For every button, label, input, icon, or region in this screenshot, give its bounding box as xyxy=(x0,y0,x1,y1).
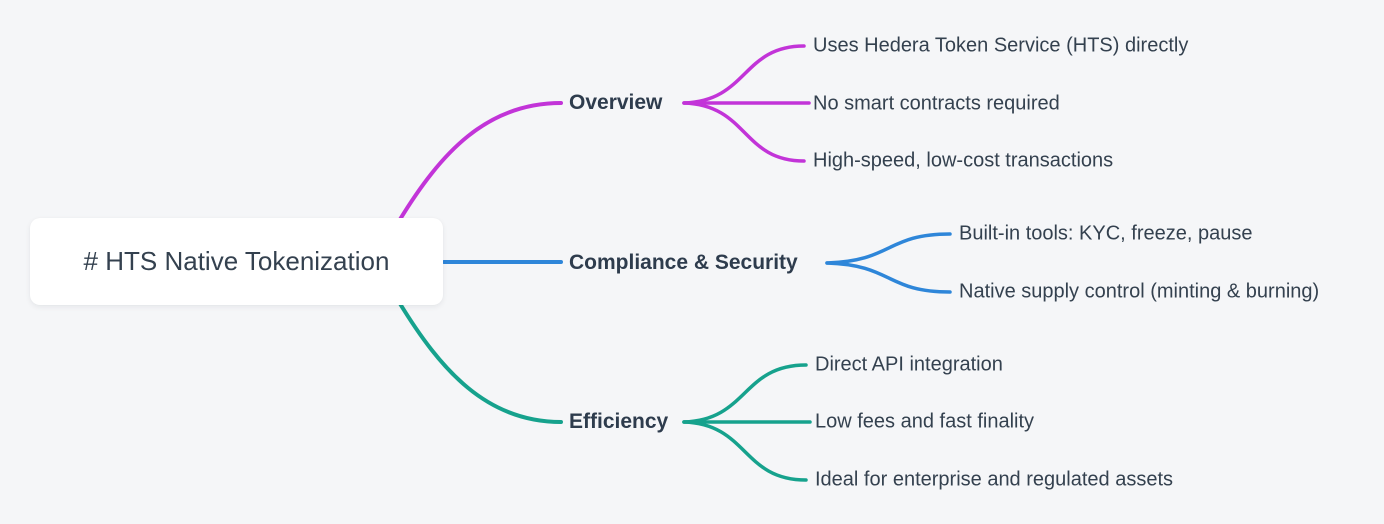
leaf-node-overview-3[interactable]: High-speed, low-cost transactions xyxy=(813,149,1114,172)
leaf-node-efficiency-3[interactable]: Ideal for enterprise and regulated asset… xyxy=(815,468,1173,491)
root-node[interactable]: # HTS Native Tokenization xyxy=(30,218,443,305)
link-compliance-child-2 xyxy=(825,261,952,294)
leaf-node-overview-2[interactable]: No smart contracts required xyxy=(813,92,1060,115)
branch-node-efficiency[interactable]: Efficiency xyxy=(569,410,669,433)
root-node-label: # HTS Native Tokenization xyxy=(83,246,390,276)
link-overview-child-1 xyxy=(682,44,806,105)
leaf-node-compliance-1[interactable]: Built-in tools: KYC, freeze, pause xyxy=(959,222,1253,245)
link-compliance-child-1 xyxy=(825,232,952,265)
link-efficiency-child-1 xyxy=(682,363,808,424)
branch-node-compliance-security[interactable]: Compliance & Security xyxy=(569,251,798,274)
link-root-efficiency xyxy=(397,300,563,424)
leaf-node-efficiency-1[interactable]: Direct API integration xyxy=(815,353,1003,376)
leaf-node-overview-1[interactable]: Uses Hedera Token Service (HTS) directly xyxy=(813,34,1189,57)
leaf-node-compliance-2[interactable]: Native supply control (minting & burning… xyxy=(959,280,1320,303)
branch-node-overview[interactable]: Overview xyxy=(569,91,663,114)
link-efficiency-child-3 xyxy=(682,420,808,482)
link-overview-child-3 xyxy=(682,101,806,163)
link-root-overview xyxy=(397,101,563,223)
leaf-node-efficiency-2[interactable]: Low fees and fast finality xyxy=(815,410,1035,433)
